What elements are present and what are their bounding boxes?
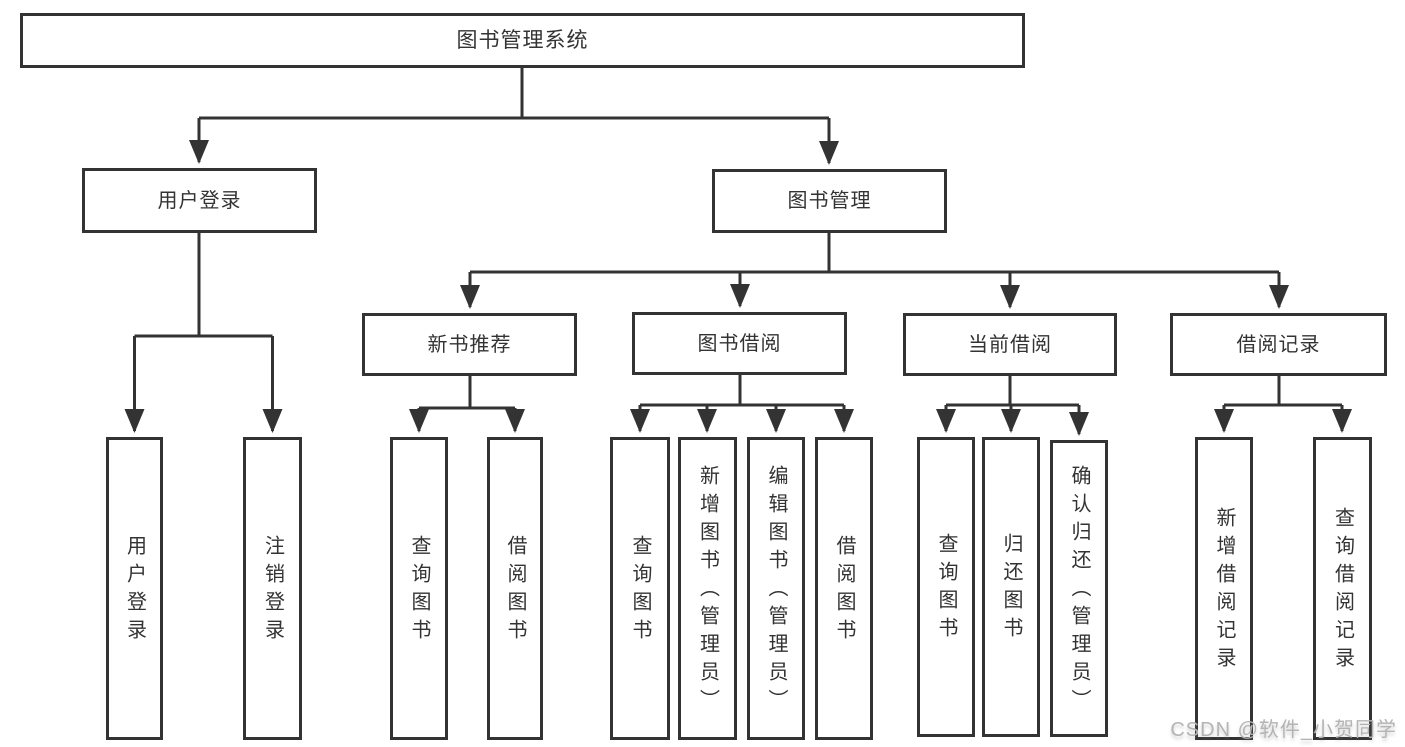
node-book-borrowing: 图书借阅: [632, 312, 847, 375]
leaf-query-borrow-record: 查询借阅记录: [1313, 437, 1372, 740]
leaf-newrec-borrow-books: 借阅图书: [487, 437, 543, 740]
leaf-user-login: 用户登录: [106, 437, 163, 740]
node-library-system: 图书管理系统: [20, 13, 1025, 68]
leaf-add-books-admin: 新增图书（管理员）: [678, 437, 737, 740]
node-borrowing-records: 借阅记录: [1170, 313, 1387, 376]
node-book-management: 图书管理: [712, 169, 947, 233]
leaf-current-query-books: 查询图书: [917, 437, 975, 737]
leaf-logout: 注销登录: [243, 437, 302, 740]
leaf-borrowing-borrow-books: 借阅图书: [815, 437, 873, 740]
leaf-confirm-return-admin: 确认归还（管理员）: [1050, 440, 1108, 737]
leaf-edit-books-admin: 编辑图书（管理员）: [747, 437, 805, 740]
node-current-borrowing: 当前借阅: [903, 313, 1117, 376]
leaf-borrowing-query-books: 查询图书: [610, 437, 670, 740]
leaf-return-books: 归还图书: [982, 437, 1040, 737]
leaf-add-borrow-record: 新增借阅记录: [1195, 437, 1253, 740]
leaf-newrec-query-books: 查询图书: [390, 437, 448, 740]
csdn-watermark: CSDN @软件_小贺同学: [1170, 719, 1397, 741]
node-user-login: 用户登录: [82, 168, 317, 233]
node-new-book-recommend: 新书推荐: [362, 313, 577, 376]
